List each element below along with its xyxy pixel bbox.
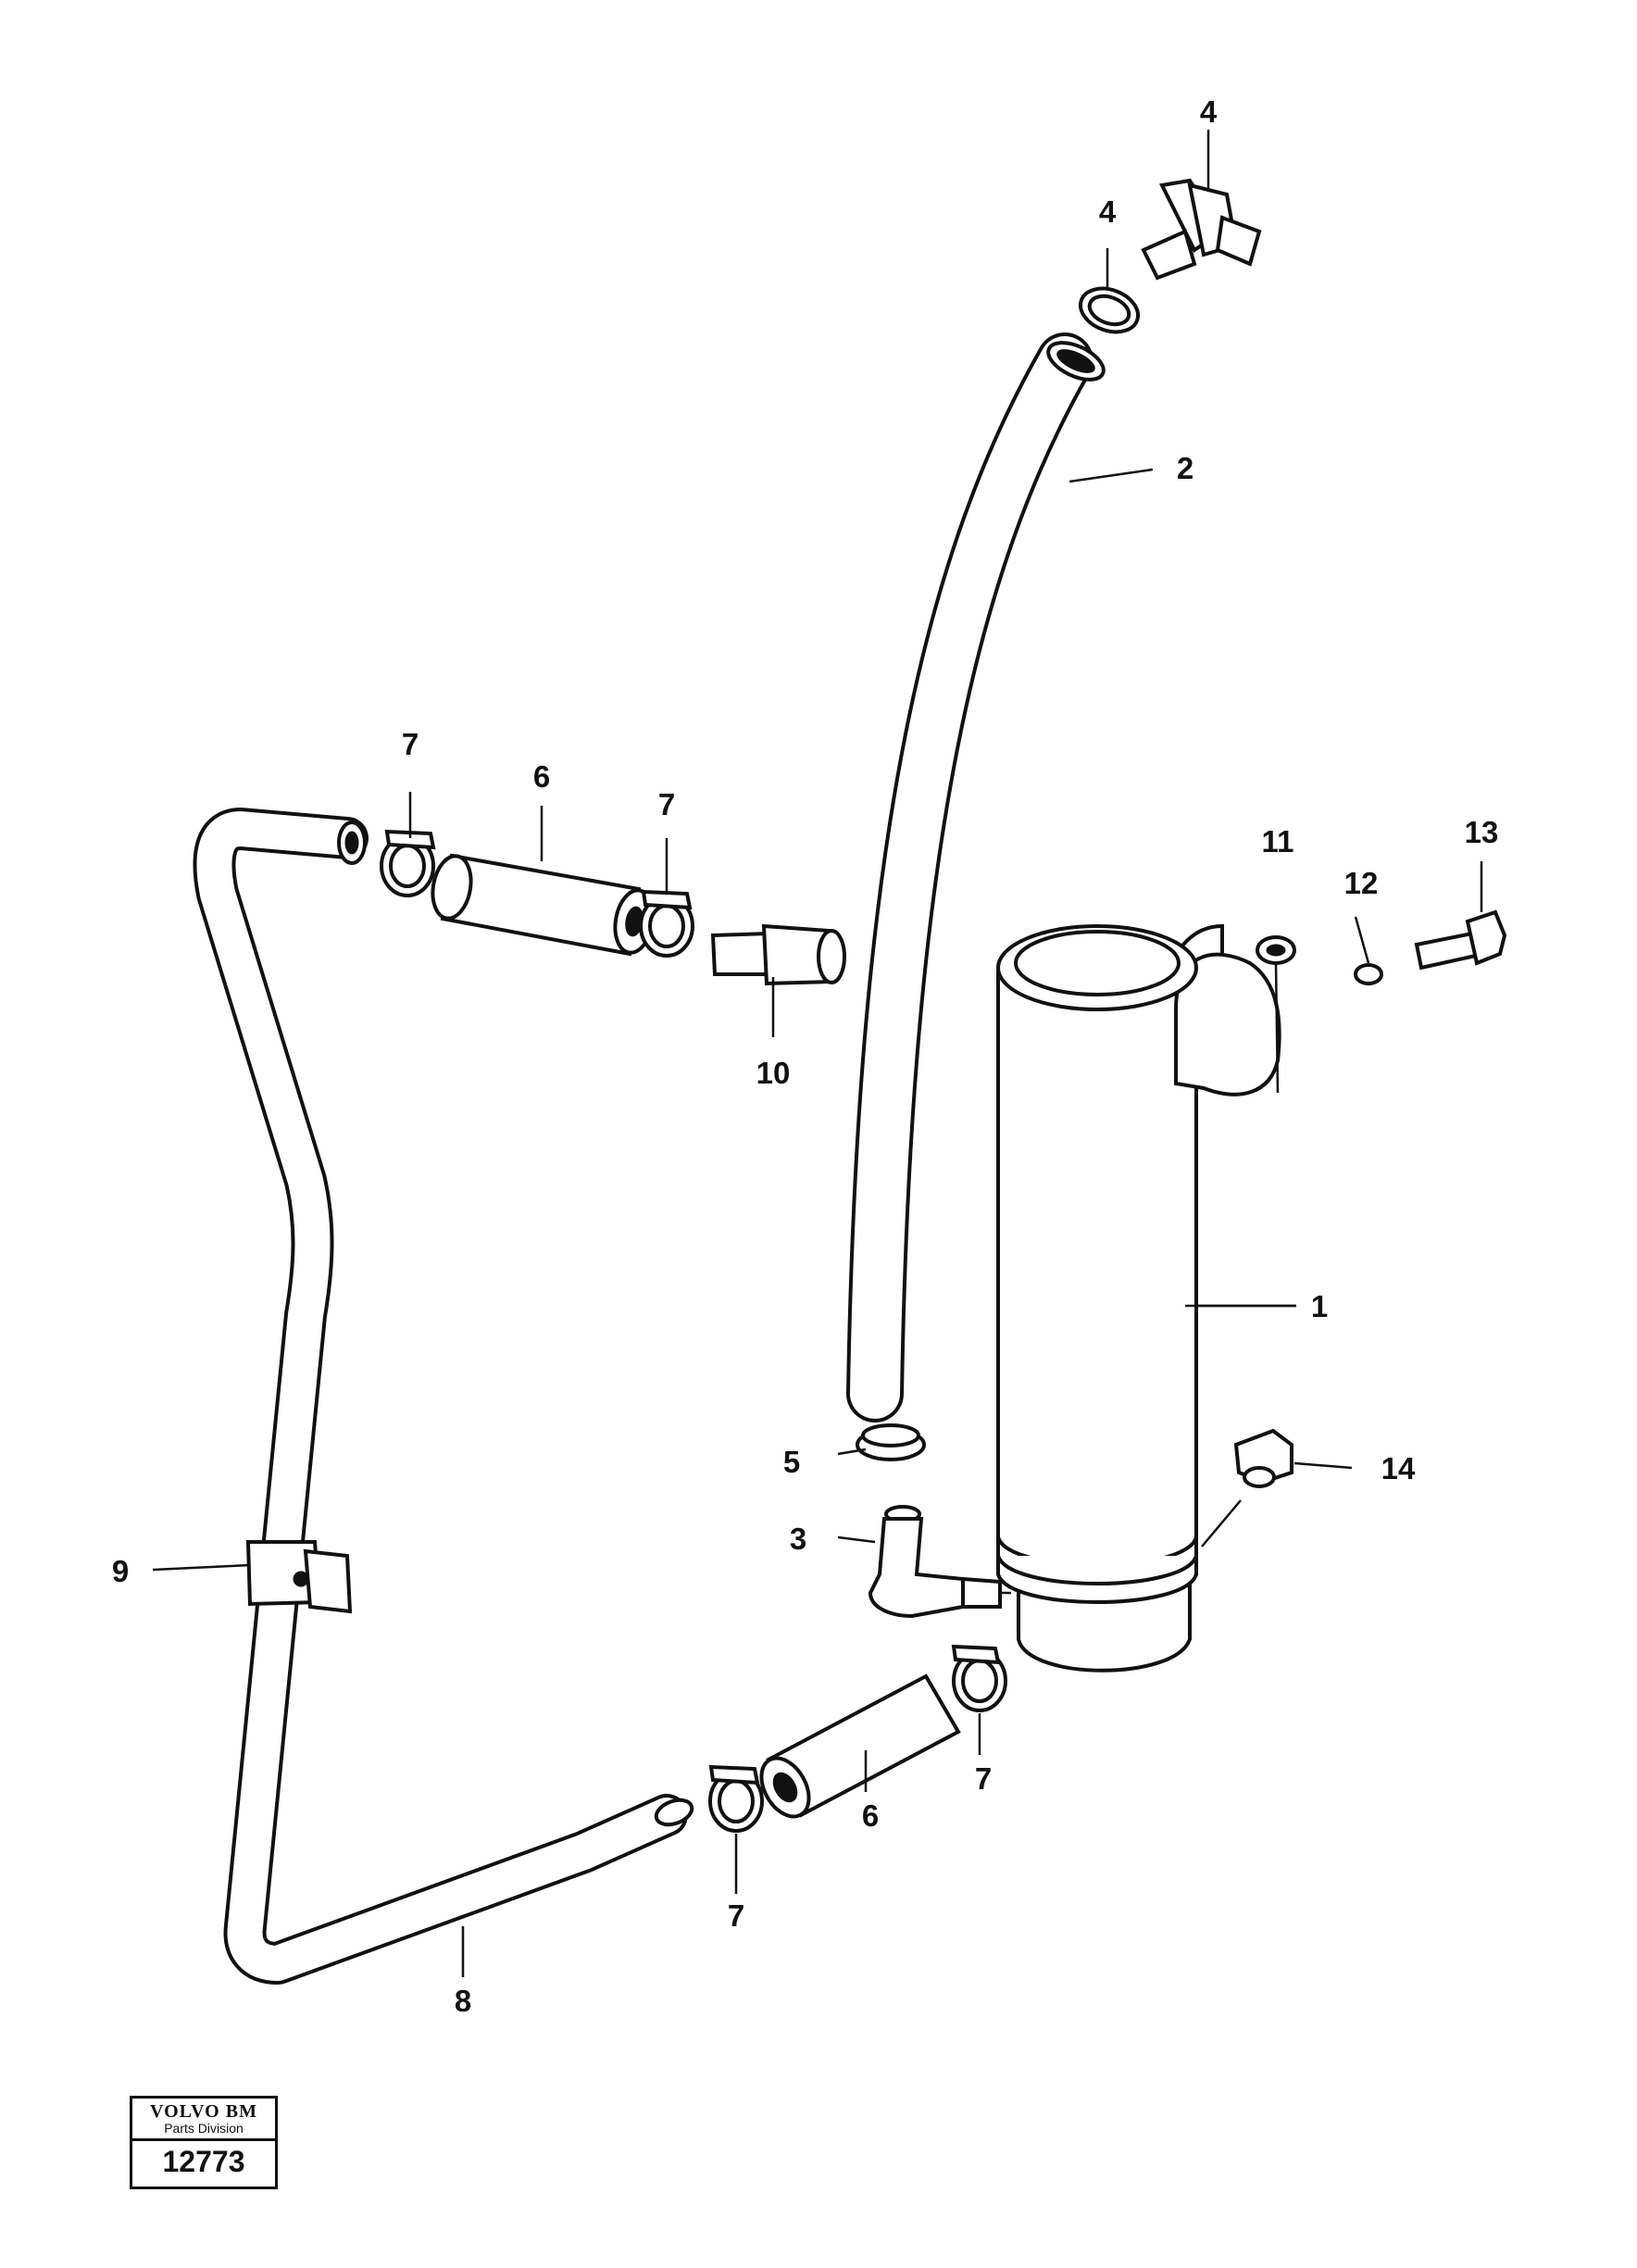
callout-5-top: 4 (1099, 194, 1117, 229)
callout-6-top: 6 (533, 759, 550, 794)
callout-14: 14 (1381, 1451, 1416, 1485)
hose-part-6-top (431, 853, 656, 957)
angle-fitting-part-4 (1141, 178, 1262, 281)
callout-9: 9 (112, 1554, 129, 1588)
leader-lines (152, 130, 1483, 1977)
washer-part-11 (1256, 935, 1296, 965)
callout-10: 10 (756, 1056, 791, 1090)
hose-part-6-bottom (759, 1673, 961, 1819)
callout-labels: 4 4 2 7 6 7 11 13 12 10 1 5 14 3 9 7 6 7… (112, 94, 1499, 2018)
callout-12: 12 (1344, 866, 1379, 900)
callout-7-a: 7 (402, 727, 419, 761)
clamp-part-7-b (639, 889, 694, 958)
callout-7-c: 7 (975, 1761, 992, 1796)
clamp-part-5-bottom (856, 1423, 926, 1461)
callout-2: 2 (1177, 451, 1193, 485)
callout-6-bottom: 6 (862, 1798, 879, 1833)
washer-part-12 (1354, 963, 1383, 985)
bolt-part-13 (1414, 909, 1507, 971)
stamp-number: 12773 (162, 2145, 245, 2178)
clamp-part-7-d (708, 1764, 764, 1833)
callout-13: 13 (1465, 815, 1499, 849)
nipple-part-10 (710, 923, 846, 986)
callout-5-bottom: 5 (783, 1445, 800, 1479)
callout-4: 4 (1200, 94, 1218, 129)
callout-8: 8 (455, 1984, 471, 2018)
plug-part-14 (1233, 1428, 1293, 1488)
callout-3: 3 (790, 1522, 806, 1556)
clamp-part-7-c (951, 1644, 1007, 1712)
clamp-part-5-top (1079, 286, 1140, 334)
bracket-part-9 (245, 1540, 353, 1614)
stamp-division: Parts Division (132, 2122, 275, 2141)
pipe-part-8 (193, 808, 694, 1985)
callout-7-d: 7 (728, 1898, 744, 1933)
callout-1: 1 (1311, 1289, 1328, 1323)
parts-stamp: VOLVO BM Parts Division 12773 (130, 2096, 278, 2189)
filter-body-part-1 (996, 923, 1296, 1673)
hose-part-2 (846, 332, 1106, 1422)
callout-7-b: 7 (658, 787, 675, 821)
elbow-fitting-part-3 (868, 1505, 1011, 1619)
clamp-part-7-a (380, 829, 436, 897)
stamp-brand: VOLVO BM (150, 2101, 257, 2122)
callout-11: 11 (1262, 824, 1294, 858)
